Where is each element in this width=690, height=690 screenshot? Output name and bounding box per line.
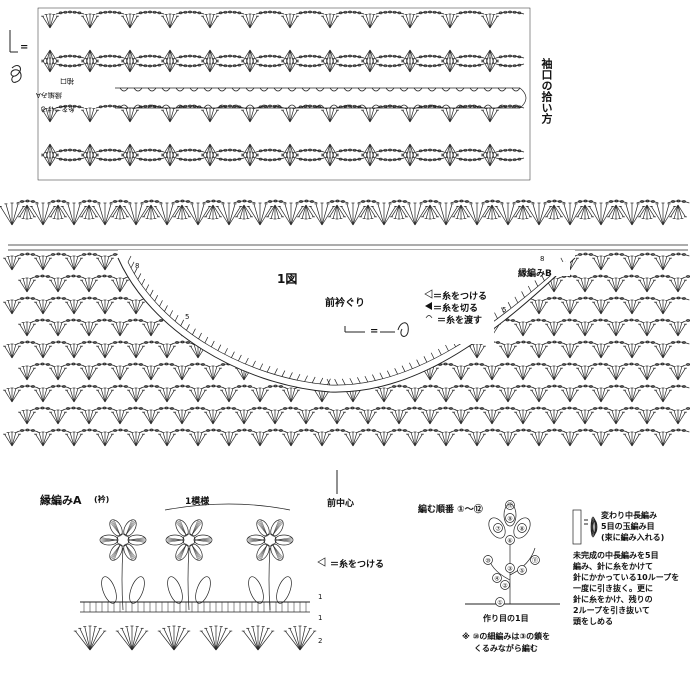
stitch-desc-3: 針にかかっている10ループを	[573, 573, 680, 582]
order-step-marker: ⑫	[507, 502, 513, 510]
order-step-marker: ⑪	[532, 557, 538, 565]
neckline-label: 前衿ぐり	[325, 298, 365, 309]
edge-a-chart	[73, 503, 326, 651]
row-8-left: 8	[135, 262, 140, 270]
order-note-1: ※ ⑩の細編みは③の鎖を	[462, 632, 551, 641]
order-step-marker: ③	[507, 566, 512, 573]
order-title: 編む順番 ①～⑫	[418, 505, 483, 515]
stitch-desc-4: 一度に引き抜く。更に	[573, 584, 653, 593]
order-step-marker: ⑦	[495, 526, 501, 533]
fig1-title: 1図	[277, 272, 298, 286]
row-5-left: 5	[185, 313, 190, 321]
stitch-desc-1: 未完成の中長編みを5目	[573, 551, 659, 560]
legend-pass: ＝糸を渡す	[437, 316, 483, 326]
sleeve-equals: =	[20, 42, 29, 53]
legend-attach: ＝糸をつける	[433, 292, 488, 302]
neckline-curve	[117, 250, 576, 494]
order-note-2: くるみながら編む	[474, 644, 538, 653]
stitch-name-1: 変わり中長編み	[601, 511, 657, 520]
stitch-desc-7: 頭をしめる	[573, 617, 613, 626]
row-5-right: 5	[502, 306, 507, 314]
order-step-marker: ①	[497, 600, 502, 607]
edge-a-title: 縁編みA	[40, 494, 82, 507]
stitch-desc-2: 編み、針に糸をかけて	[573, 562, 653, 571]
legend-cut: ＝糸を切る	[433, 304, 479, 314]
edge-a-subtitle: (衿)	[94, 495, 110, 504]
edge-a-row-1: 1	[318, 614, 323, 622]
sleeve-title: 袖口の拾い方	[540, 58, 553, 124]
sleeve-chart-lower	[41, 104, 525, 167]
legend-equals: =	[370, 326, 379, 337]
edge-a-row-2: 2	[318, 637, 323, 645]
order-step-marker: ⑨	[507, 516, 512, 523]
order-step-marker: ②	[502, 583, 508, 590]
stitch-desc-5: 針に糸をかけ、残りの	[573, 595, 653, 604]
body-chart-upper-band	[0, 199, 690, 251]
sleeve-chart-upper	[37, 7, 531, 181]
order-first-row: 作り目の1目	[483, 614, 529, 623]
order-step-marker: ④	[494, 576, 499, 583]
row-8-right: 8	[540, 255, 545, 263]
symbol-glyphs	[9, 30, 598, 545]
stitch-name-2: 5目の玉編み目	[601, 522, 655, 531]
order-step-marker: ⑤	[519, 568, 524, 575]
sleeve-yarn-label: 糸をつける	[40, 105, 75, 113]
front-center-label: 前中心	[327, 499, 355, 509]
order-chart: ① ② ③ ④ ⑤ ⑥⑦ ⑧⑨ ⑩ ⑪ ⑫	[465, 500, 560, 607]
edge-b-label: 縁編みB	[518, 269, 552, 279]
edge-a-attach: ＝糸をつける	[330, 560, 385, 570]
stitch-name-3: (束に編み入れる)	[601, 533, 665, 542]
edge-a-row-1-top: 1	[318, 593, 323, 601]
sleeve-cuff-label: 袖口	[60, 77, 74, 85]
order-step-marker: ⑧	[519, 526, 524, 533]
order-step-marker: ⑩	[485, 558, 490, 565]
stitch-desc-6: 2ループを引き抜いて	[573, 606, 650, 615]
order-step-marker: ⑥	[507, 538, 512, 545]
sleeve-edge-label: 縁編みA	[36, 91, 62, 99]
edge-a-repeat: 1模様	[185, 497, 210, 507]
